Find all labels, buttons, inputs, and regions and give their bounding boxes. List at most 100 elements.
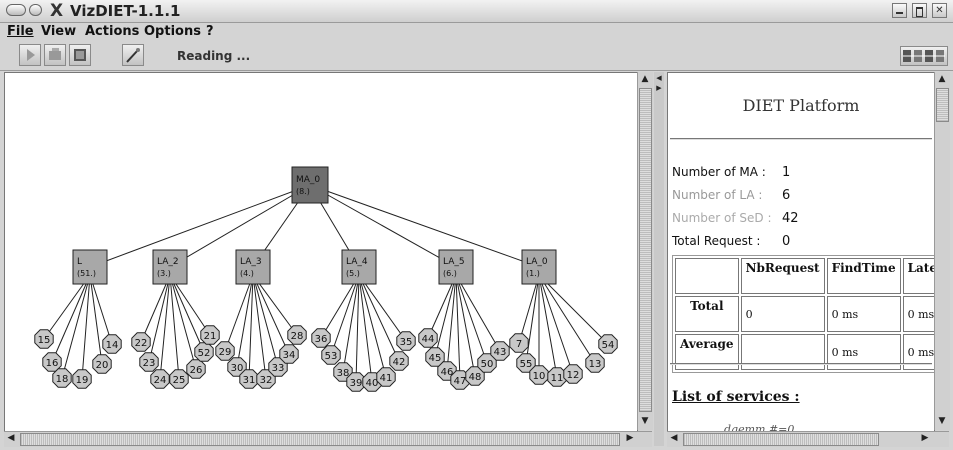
sed-label: 34 — [283, 350, 296, 361]
table-row: Total 0 0 ms 0 ms — [675, 296, 934, 332]
menu-help[interactable]: ? — [206, 24, 214, 39]
node-name: LA_0 — [526, 257, 548, 267]
tree-edge — [455, 274, 461, 381]
sed-node: 42 — [389, 351, 409, 371]
tree-edge — [252, 274, 267, 380]
sed-shape — [279, 344, 299, 364]
collapse-left-arrow-icon[interactable]: ◀ — [656, 74, 662, 82]
canvas-vertical-thumb[interactable] — [639, 88, 652, 412]
sed-shape — [169, 369, 189, 389]
sed-node: 22 — [131, 332, 151, 352]
scroll-up-arrow-icon[interactable]: ▲ — [641, 74, 649, 84]
table-header-findtime: FindTime — [826, 258, 901, 294]
scroll-down-arrow-icon[interactable]: ▼ — [641, 416, 649, 426]
sed-shape — [131, 332, 151, 352]
panel-title: DIET Platform — [742, 96, 860, 115]
sed-label: 50 — [481, 359, 494, 370]
scroll-right-arrow-icon[interactable]: ▶ — [626, 433, 634, 443]
tree-edge — [427, 274, 457, 339]
menu-options[interactable]: Options — [144, 24, 201, 39]
sed-label: 41 — [380, 373, 393, 384]
tree-edge — [518, 274, 540, 344]
stat-label-sed: Number of SeD : — [672, 211, 772, 225]
sed-label: 14 — [106, 340, 119, 351]
sed-label: 35 — [400, 337, 413, 348]
maximize-button[interactable] — [912, 3, 927, 18]
tree-edge — [446, 274, 457, 372]
tree-edge — [358, 274, 407, 342]
close-icon: ✕ — [935, 5, 944, 16]
network-button[interactable] — [900, 46, 948, 66]
sed-label: 23 — [143, 358, 156, 369]
local-agent-node: LA_4(5.) — [341, 249, 377, 285]
stop-button[interactable] — [69, 44, 91, 66]
sed-label: 10 — [533, 371, 546, 382]
panel-vertical-scrollbar[interactable]: ▲ ▼ — [934, 72, 950, 430]
tree-edge — [89, 274, 113, 345]
sed-shape — [509, 333, 529, 353]
step-button[interactable] — [44, 44, 66, 66]
sed-node: 19 — [72, 369, 92, 389]
sed-label: 7 — [516, 339, 522, 350]
panel-scroll-left-arrow-icon[interactable]: ◀ — [670, 433, 678, 443]
window-menu-button[interactable] — [6, 4, 26, 16]
tree-edge — [525, 274, 540, 364]
node-count: (4.) — [240, 269, 254, 278]
sed-shape — [396, 331, 416, 351]
scroll-left-arrow-icon[interactable]: ◀ — [7, 433, 15, 443]
cell-total-nbrequest: 0 — [740, 296, 825, 332]
minimize-icon — [896, 12, 903, 14]
cell-average-nbrequest — [740, 334, 825, 370]
panel-horizontal-thumb[interactable] — [683, 433, 879, 446]
sed-label: 53 — [325, 351, 338, 362]
node-name: LA_3 — [240, 257, 262, 267]
close-button[interactable]: ✕ — [932, 3, 947, 18]
sed-label: 11 — [551, 373, 564, 384]
service-item: dgemm #=0 — [724, 423, 795, 432]
table-header-row: NbRequest FindTime Latency — [675, 258, 934, 294]
sed-node: 29 — [215, 341, 235, 361]
local-agent-node: L(51.) — [72, 249, 108, 285]
node-box — [291, 166, 329, 204]
sed-label: 33 — [272, 363, 285, 374]
sed-label: 26 — [190, 365, 203, 376]
split-pane-divider[interactable]: ◀ ▶ — [654, 72, 664, 446]
master-agent-node: MA_0(8.) — [291, 166, 329, 204]
panel-vertical-thumb[interactable] — [936, 88, 949, 122]
sed-node: 39 — [346, 372, 366, 392]
tree-edge — [248, 274, 254, 380]
sed-shape — [186, 359, 206, 379]
sed-label: 42 — [393, 357, 406, 368]
sed-label: 40 — [366, 378, 379, 389]
wand-icon — [126, 48, 140, 63]
node-count: (8.) — [296, 187, 310, 196]
table-header-corner — [675, 258, 739, 294]
sed-label: 32 — [260, 375, 273, 386]
panel-scroll-down-arrow-icon[interactable]: ▼ — [938, 416, 946, 426]
panel-scroll-up-arrow-icon[interactable]: ▲ — [938, 74, 946, 84]
sed-shape — [102, 334, 122, 354]
wand-button[interactable] — [122, 44, 144, 66]
tree-edge — [61, 274, 91, 379]
collapse-right-arrow-icon[interactable]: ▶ — [656, 84, 662, 92]
menu-view[interactable]: View — [41, 24, 77, 39]
panel-horizontal-scrollbar[interactable]: ◀ ▶ — [667, 431, 949, 447]
services-heading: List of services : — [672, 389, 800, 405]
menu-actions[interactable]: Actions — [85, 24, 140, 39]
canvas-horizontal-thumb[interactable] — [20, 433, 620, 446]
panel-scroll-right-arrow-icon[interactable]: ▶ — [921, 433, 929, 443]
toolbar: Reading ... — [0, 42, 953, 71]
cell-average-latency: 0 ms — [902, 334, 934, 370]
play-button[interactable] — [19, 44, 41, 66]
minimize-button[interactable] — [892, 3, 907, 18]
sed-label: 16 — [46, 358, 59, 369]
sed-node: 53 — [321, 345, 341, 365]
sed-label: 45 — [429, 353, 442, 364]
canvas-horizontal-scrollbar[interactable]: ◀ ▶ — [4, 431, 652, 447]
shade-button[interactable] — [29, 4, 42, 16]
menu-bar: File View Actions Options ? — [0, 23, 953, 41]
menu-file[interactable]: File — [7, 24, 34, 39]
sed-label: 44 — [422, 334, 435, 345]
canvas-vertical-scrollbar[interactable]: ▲ ▼ — [637, 72, 653, 430]
